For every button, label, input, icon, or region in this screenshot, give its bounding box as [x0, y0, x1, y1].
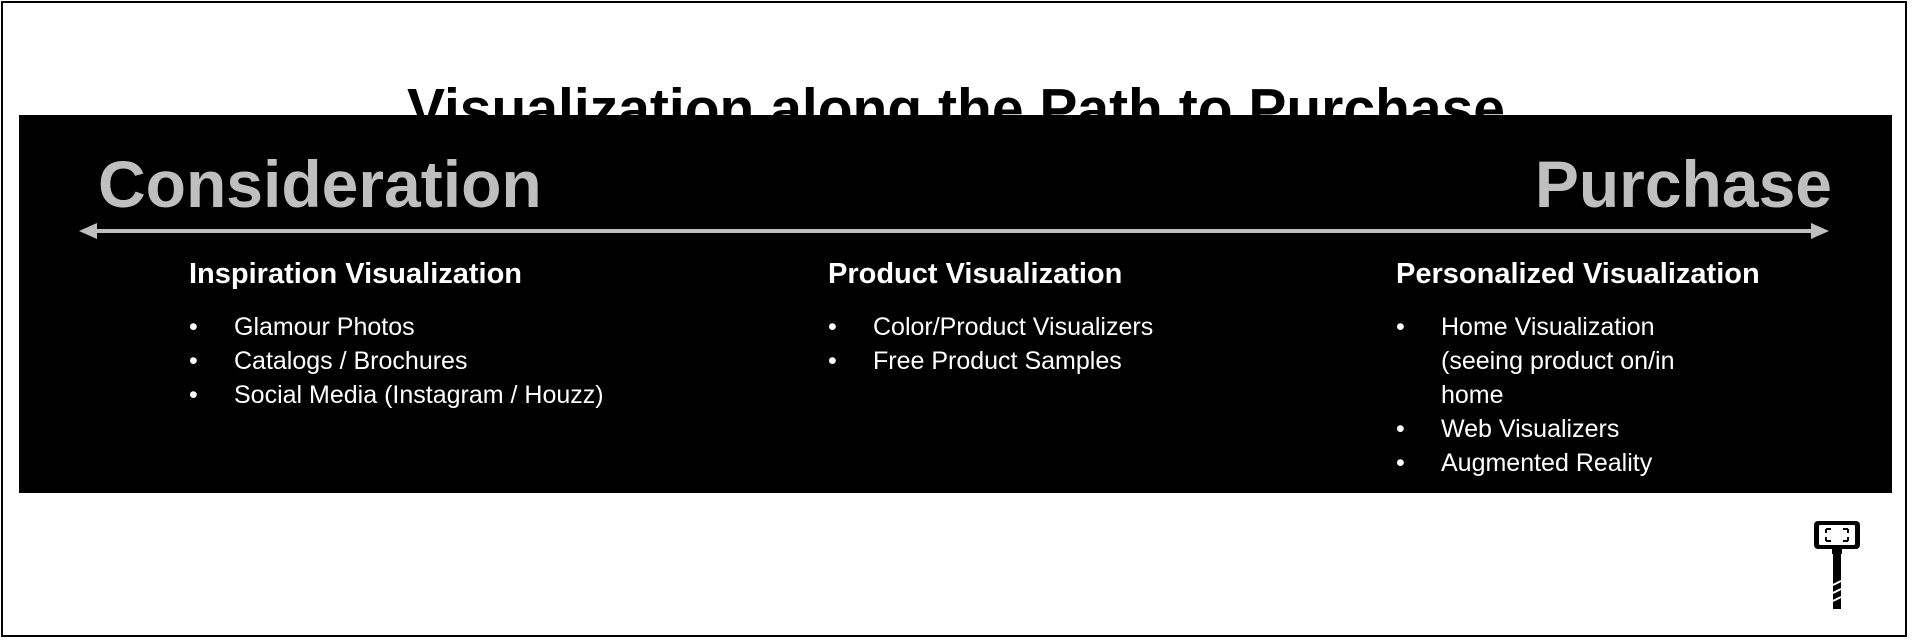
bullet: • [828, 346, 837, 375]
bullet: • [1396, 414, 1405, 443]
axis-right-arrowhead [1811, 223, 1829, 239]
list-item: •Free Product Samples [828, 344, 1328, 378]
journey-axis-arrow [79, 223, 1829, 239]
column-heading: Product Visualization [828, 258, 1123, 290]
list-item: •Home Visualization (seeing product on/i… [1396, 310, 1816, 412]
list-item: •Color/Product Visualizers [828, 310, 1328, 344]
column-list: •Home Visualization (seeing product on/i… [1396, 310, 1816, 480]
bullet: • [828, 312, 837, 341]
column-list: •Glamour Photos •Catalogs / Brochures •S… [189, 310, 709, 412]
column-inspiration: Inspiration Visualization •Glamour Photo… [189, 257, 709, 412]
column-list: •Color/Product Visualizers •Free Product… [828, 310, 1328, 378]
bullet: • [189, 380, 198, 409]
stage-consideration: Consideration [98, 147, 542, 221]
list-item: •Web Visualizers [1396, 412, 1816, 446]
journey-panel: Consideration Purchase Inspiration Visua… [19, 115, 1892, 493]
column-heading: Personalized Visualization [1396, 258, 1760, 290]
bullet: • [189, 346, 198, 375]
selfie-stick-phone-icon [1814, 521, 1860, 609]
list-item: •Glamour Photos [189, 310, 709, 344]
column-product: Product Visualization •Color/Product Vis… [828, 257, 1328, 378]
column-personalized: Personalized Visualization •Home Visuali… [1396, 257, 1816, 480]
list-item: •Augmented Reality [1396, 446, 1816, 480]
stage-purchase: Purchase [1534, 147, 1832, 221]
list-item: •Catalogs / Brochures [189, 344, 709, 378]
bullet: • [189, 312, 198, 341]
column-heading: Inspiration Visualization [189, 258, 523, 290]
axis-left-arrowhead [79, 223, 97, 239]
list-item: •Social Media (Instagram / Houzz) [189, 378, 709, 412]
bullet: • [1396, 448, 1405, 477]
bullet: • [1396, 312, 1405, 341]
